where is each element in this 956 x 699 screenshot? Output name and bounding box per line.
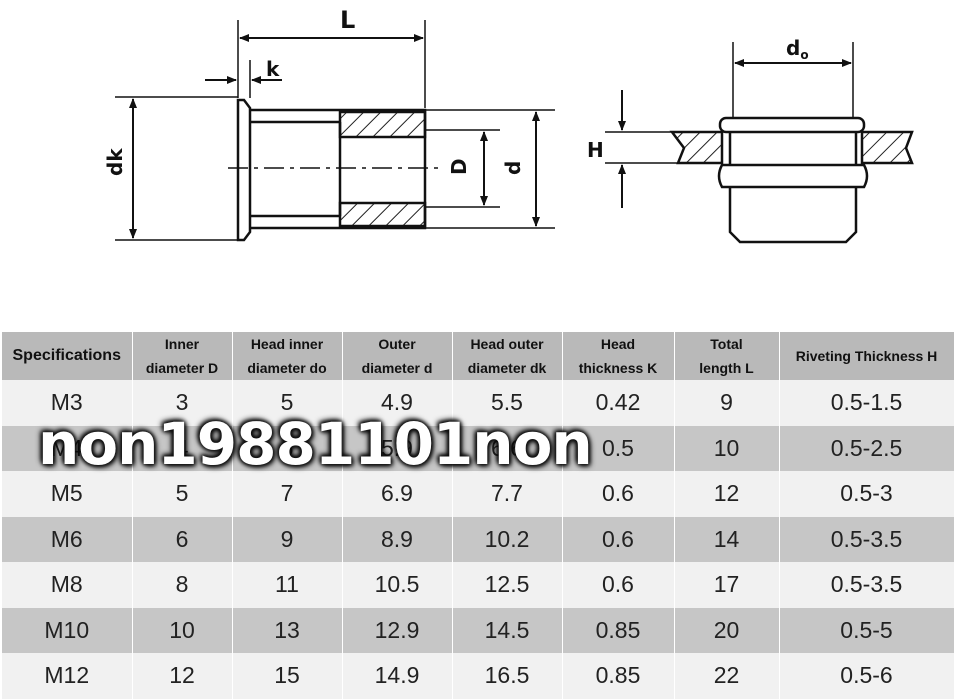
table-cell: 0.85 <box>562 607 675 653</box>
column-header-line: thickness K <box>578 360 658 376</box>
column-header: Head inner diameter do <box>232 332 343 380</box>
table-cell: 0.5-5 <box>779 607 955 653</box>
column-header: Total length L <box>674 332 780 380</box>
table-cell: 0.5-1.5 <box>779 380 955 426</box>
table-cell: 0.5-3.5 <box>779 562 955 608</box>
table-cell: 3 <box>132 380 233 426</box>
table-cell: 5.9 <box>342 425 453 471</box>
table-header-row: Specifications Inner diameter D Head inner d… <box>2 332 955 380</box>
table-cell: 16.5 <box>452 653 563 699</box>
column-header-line: diameter d <box>361 360 433 376</box>
label-k: k <box>266 57 280 81</box>
table-cell: 6.6 <box>452 425 563 471</box>
table-cell: 0.85 <box>562 653 675 699</box>
table-cell: 12 <box>674 471 780 517</box>
table-cell: 8 <box>132 562 233 608</box>
label-dk: dk <box>103 148 127 176</box>
table-cell: 10 <box>674 425 780 471</box>
table-cell: 20 <box>674 607 780 653</box>
column-header-line: Riveting Thickness H <box>795 348 938 364</box>
table-cell: 0.5-6 <box>779 653 955 699</box>
table-cell: M10 <box>2 607 133 653</box>
column-header: Specifications <box>2 332 133 380</box>
table-cell: 10.2 <box>452 516 563 562</box>
column-header-line: Head outer <box>470 336 544 352</box>
table-cell: 0.5-3 <box>779 471 955 517</box>
label-L: L <box>340 6 355 34</box>
rivet-nut-technical-drawing: L k dk D d do H <box>103 6 914 244</box>
column-header-line: Inner <box>164 336 200 352</box>
column-header-line: length L <box>699 360 754 376</box>
table-cell: 15 <box>232 653 343 699</box>
table-cell: 10.5 <box>342 562 453 608</box>
label-H: H <box>587 138 604 162</box>
table-cell: 0.5-3.5 <box>779 516 955 562</box>
table-cell: 7 <box>232 471 343 517</box>
table-cell: 4 <box>132 425 233 471</box>
spec-table: Specifications Inner diameter D Head inner d… <box>2 332 955 699</box>
table-cell: 9 <box>674 380 780 426</box>
column-header-line: Total <box>710 336 743 352</box>
table-cell: M12 <box>2 653 133 699</box>
watermark-text: non19881101non <box>38 410 593 478</box>
table-cell: 17 <box>674 562 780 608</box>
table-cell: M6 <box>2 516 133 562</box>
table-cell: M8 <box>2 562 133 608</box>
column-header-line: Outer <box>378 336 416 352</box>
table-cell: 12.9 <box>342 607 453 653</box>
table-cell: 14.5 <box>452 607 563 653</box>
table-cell: 4.9 <box>342 380 453 426</box>
column-header: Head outer diameter dk <box>452 332 563 380</box>
table-cell: 0.6 <box>562 471 675 517</box>
column-header: Head thickness K <box>562 332 675 380</box>
column-header-line: diameter D <box>145 360 219 376</box>
table-cell: 13 <box>232 607 343 653</box>
column-header: Outer diameter d <box>342 332 453 380</box>
table-cell: 12 <box>132 653 233 699</box>
table-cell: 6 <box>132 516 233 562</box>
column-header: Riveting Thickness H <box>779 332 955 380</box>
table-cell: 6 <box>232 425 343 471</box>
label-do: do <box>786 36 809 62</box>
side-view <box>115 20 555 242</box>
table-cell: 7.7 <box>452 471 563 517</box>
table-cell: M4 <box>2 425 133 471</box>
table-cell: 9 <box>232 516 343 562</box>
label-d: d <box>501 161 525 175</box>
table-cell: M5 <box>2 471 133 517</box>
table-cell: 5.5 <box>452 380 563 426</box>
table-cell: 6.9 <box>342 471 453 517</box>
table-cell: 8.9 <box>342 516 453 562</box>
column-header-line: diameter dk <box>467 360 547 376</box>
table-cell: 0.6 <box>562 562 675 608</box>
table-cell: 0.6 <box>562 516 675 562</box>
column-header: Inner diameter D <box>132 332 233 380</box>
column-header-line: diameter do <box>247 360 327 376</box>
table-cell: 0.5 <box>562 425 675 471</box>
table-cell: 0.42 <box>562 380 675 426</box>
column-header-line: Head <box>600 336 636 352</box>
installed-view <box>605 42 914 244</box>
table-cell: 10 <box>132 607 233 653</box>
table-cell: 5 <box>132 471 233 517</box>
column-header-line: Head inner <box>250 336 324 352</box>
table-cell: 14 <box>674 516 780 562</box>
table-cell: 0.5-2.5 <box>779 425 955 471</box>
table-cell: M3 <box>2 380 133 426</box>
table-cell: 5 <box>232 380 343 426</box>
table-cell: 22 <box>674 653 780 699</box>
table-cell: 11 <box>232 562 343 608</box>
table-cell: 14.9 <box>342 653 453 699</box>
label-D: D <box>447 158 471 175</box>
column-header-line: Specifications <box>12 347 121 364</box>
table-cell: 12.5 <box>452 562 563 608</box>
